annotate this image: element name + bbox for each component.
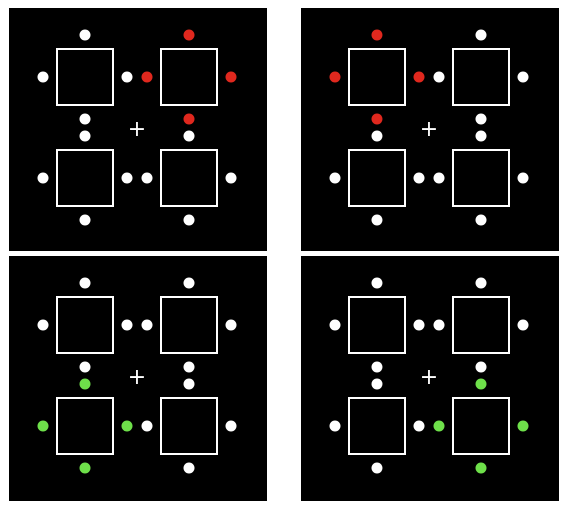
placeholder-square-top-left — [56, 48, 114, 106]
placeholder-square-bottom-right — [160, 397, 218, 455]
marker-dot-top-left-top — [371, 277, 383, 289]
placeholder-square-bottom-right — [452, 397, 510, 455]
placeholder-square-top-left — [348, 48, 406, 106]
marker-dot-top-left-top — [79, 277, 91, 289]
marker-dot-top-right-bottom — [475, 113, 487, 125]
marker-dot-top-right-left — [141, 319, 153, 331]
marker-dot-bottom-right-top — [183, 130, 195, 142]
placeholder-square-top-right — [452, 296, 510, 354]
fixation-cross: + — [419, 117, 439, 142]
marker-dot-bottom-right-bottom — [183, 214, 195, 226]
panel-bottom-right: + — [301, 256, 559, 501]
marker-dot-bottom-left-bottom — [79, 214, 91, 226]
marker-dot-top-left-right — [121, 319, 133, 331]
marker-dot-top-left-right — [413, 319, 425, 331]
marker-dot-bottom-right-bottom — [475, 214, 487, 226]
marker-dot-bottom-left-right — [413, 172, 425, 184]
panel-top-left: + — [9, 8, 267, 251]
marker-dot-bottom-left-bottom — [371, 462, 383, 474]
marker-dot-bottom-left-right — [121, 420, 133, 432]
marker-dot-bottom-left-bottom — [371, 214, 383, 226]
marker-dot-top-left-bottom — [79, 361, 91, 373]
panel-top-right: + — [301, 8, 559, 251]
marker-dot-top-left-right — [413, 71, 425, 83]
placeholder-square-bottom-left — [348, 397, 406, 455]
marker-dot-bottom-left-left — [37, 172, 49, 184]
marker-dot-bottom-left-top — [371, 378, 383, 390]
placeholder-square-top-right — [452, 48, 510, 106]
fixation-cross: + — [127, 117, 147, 142]
marker-dot-top-right-top — [183, 29, 195, 41]
marker-dot-bottom-left-right — [413, 420, 425, 432]
marker-dot-bottom-right-top — [475, 378, 487, 390]
panel-bottom-left: + — [9, 256, 267, 501]
placeholder-square-top-right — [160, 48, 218, 106]
marker-dot-top-left-top — [371, 29, 383, 41]
marker-dot-bottom-left-left — [329, 172, 341, 184]
marker-dot-top-right-right — [225, 71, 237, 83]
placeholder-square-bottom-left — [56, 149, 114, 207]
marker-dot-bottom-left-top — [371, 130, 383, 142]
marker-dot-bottom-right-left — [141, 172, 153, 184]
marker-dot-top-left-left — [37, 319, 49, 331]
placeholder-square-bottom-left — [348, 149, 406, 207]
placeholder-square-bottom-left — [56, 397, 114, 455]
marker-dot-top-right-top — [183, 277, 195, 289]
placeholder-square-top-right — [160, 296, 218, 354]
marker-dot-bottom-right-top — [183, 378, 195, 390]
marker-dot-top-right-bottom — [183, 361, 195, 373]
fixation-cross: + — [419, 365, 439, 390]
marker-dot-top-right-bottom — [475, 361, 487, 373]
placeholder-square-bottom-right — [160, 149, 218, 207]
marker-dot-top-left-right — [121, 71, 133, 83]
marker-dot-bottom-left-right — [121, 172, 133, 184]
marker-dot-top-right-left — [433, 319, 445, 331]
marker-dot-top-left-bottom — [371, 113, 383, 125]
marker-dot-top-right-right — [517, 71, 529, 83]
marker-dot-bottom-right-bottom — [475, 462, 487, 474]
marker-dot-bottom-left-left — [37, 420, 49, 432]
marker-dot-top-right-left — [433, 71, 445, 83]
marker-dot-top-right-right — [225, 319, 237, 331]
marker-dot-bottom-left-top — [79, 378, 91, 390]
marker-dot-bottom-right-bottom — [183, 462, 195, 474]
marker-dot-bottom-left-left — [329, 420, 341, 432]
marker-dot-bottom-right-right — [517, 172, 529, 184]
marker-dot-top-left-left — [329, 71, 341, 83]
top-strip — [0, 0, 576, 8]
marker-dot-top-left-left — [37, 71, 49, 83]
marker-dot-bottom-right-top — [475, 130, 487, 142]
fixation-cross: + — [127, 365, 147, 390]
marker-dot-top-left-bottom — [79, 113, 91, 125]
marker-dot-bottom-right-right — [225, 172, 237, 184]
marker-dot-top-left-bottom — [371, 361, 383, 373]
marker-dot-top-left-top — [79, 29, 91, 41]
marker-dot-bottom-left-top — [79, 130, 91, 142]
marker-dot-bottom-right-left — [141, 420, 153, 432]
marker-dot-top-right-top — [475, 277, 487, 289]
marker-dot-top-left-left — [329, 319, 341, 331]
marker-dot-top-right-left — [141, 71, 153, 83]
placeholder-square-bottom-right — [452, 149, 510, 207]
marker-dot-bottom-right-right — [517, 420, 529, 432]
marker-dot-bottom-right-right — [225, 420, 237, 432]
marker-dot-bottom-right-left — [433, 172, 445, 184]
placeholder-square-top-left — [56, 296, 114, 354]
marker-dot-bottom-right-left — [433, 420, 445, 432]
marker-dot-top-right-top — [475, 29, 487, 41]
placeholder-square-top-left — [348, 296, 406, 354]
marker-dot-top-right-right — [517, 319, 529, 331]
marker-dot-bottom-left-bottom — [79, 462, 91, 474]
marker-dot-top-right-bottom — [183, 113, 195, 125]
